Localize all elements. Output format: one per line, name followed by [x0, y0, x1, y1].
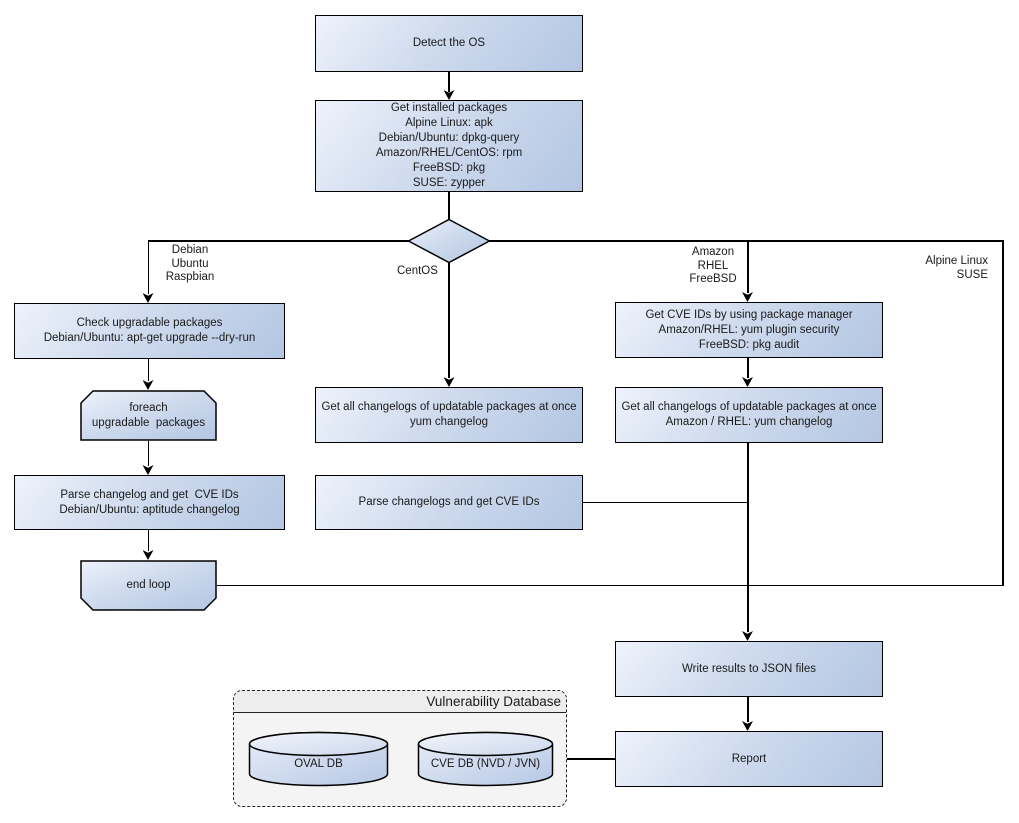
node-label: Get all changelogs of updatable packages… [321, 401, 577, 428]
node-get-changelogs-amazon: Get all changelogs of updatable packages… [615, 387, 883, 443]
connector-db-to-report [567, 758, 615, 760]
node-label: Get CVE IDs by using package manager Ama… [645, 308, 853, 351]
node-label: foreach upgradable packages [91, 401, 206, 429]
node-detect-os: Detect the OS [315, 15, 583, 72]
connector-detect-to-installed [448, 72, 450, 92]
connector-endloop-right [217, 584, 1003, 586]
database-cylinder-shape [248, 731, 389, 787]
connector-write-to-report [747, 697, 749, 722]
node-label: Parse changelogs and get CVE IDs [358, 496, 540, 508]
arrowhead-into-parse-deb [142, 465, 154, 475]
node-write-results-json: Write results to JSON files [615, 641, 883, 697]
node-get-cve-ids-pkg-manager: Get CVE IDs by using package manager Ama… [615, 302, 883, 358]
node-oval-db-cylinder: OVAL DB [248, 731, 389, 787]
node-label: Check upgradable packages Debian/Ubuntu:… [43, 317, 256, 344]
branch-label-alpine: Alpine Linux SUSE [925, 255, 988, 281]
connector-changelogs-to-write [747, 443, 749, 632]
connector-alpine-branch-down [1002, 240, 1004, 586]
connector-decision-to-centos-box [448, 261, 450, 378]
branch-label-amazon: Amazon RHEL FreeBSD [689, 246, 737, 285]
arrowhead-into-foreach [142, 380, 154, 390]
arrowhead-into-report [742, 721, 753, 731]
node-label: Detect the OS [412, 37, 486, 49]
connector-parsecentos-right [583, 501, 747, 503]
connector-parse-to-endloop [147, 530, 149, 551]
arrowhead-into-amazon-changelogs [742, 377, 753, 387]
node-label: CVE DB (NVD / JVN) [430, 757, 541, 770]
connector-installed-to-decision [448, 192, 450, 219]
branch-label-centos: CentOS [397, 265, 438, 277]
node-get-installed-packages: Get installed packages Alpine Linux: apk… [315, 100, 583, 192]
arrowhead-into-check-upgradable [142, 293, 154, 303]
connector-debian-branch-down [147, 240, 149, 294]
database-cylinder-shape [417, 731, 554, 787]
connector-foreach-to-parse [147, 441, 149, 466]
arrowhead-into-write-results [742, 631, 753, 641]
node-label: Get installed packages Alpine Linux: apk… [375, 102, 523, 189]
connector-amazon-branch-down [747, 240, 749, 293]
node-report: Report [615, 731, 883, 787]
node-end-loop: end loop [80, 560, 217, 611]
node-parse-changelogs-centos: Parse changelogs and get CVE IDs [315, 475, 583, 530]
node-label: Write results to JSON files [682, 662, 816, 675]
diamond-shape [407, 218, 491, 264]
arrowhead-into-getcve [742, 292, 753, 302]
arrowhead-into-installed [443, 90, 455, 100]
node-label: Get all changelogs of updatable packages… [621, 401, 877, 428]
connector-check-to-foreach [147, 359, 149, 381]
node-check-upgradable-packages: Check upgradable packages Debian/Ubuntu:… [14, 303, 285, 359]
loop-start-shape [80, 390, 217, 441]
node-cve-db-cylinder: CVE DB (NVD / JVN) [417, 731, 554, 787]
branch-label-debian: Debian Ubuntu Raspbian [165, 244, 215, 283]
node-label: OVAL DB [294, 757, 343, 770]
arrowhead-into-centos-changelogs [443, 377, 455, 387]
node-get-changelogs-centos: Get all changelogs of updatable packages… [315, 387, 583, 443]
vulnerability-database-title: Vulnerability Database [234, 691, 566, 713]
node-parse-changelog-deb: Parse changelog and get CVE IDs Debian/U… [14, 475, 285, 530]
node-label: Report [731, 752, 767, 765]
node-foreach-loop-start: foreach upgradable packages [80, 390, 217, 441]
node-label: end loop [126, 579, 171, 591]
connector-decision-right [488, 240, 1003, 242]
arrowhead-into-endloop [142, 550, 154, 560]
os-decision-diamond [407, 218, 491, 264]
connector-decision-left [148, 240, 410, 242]
node-label: Parse changelog and get CVE IDs Debian/U… [59, 488, 240, 516]
connector-getcve-to-changelogs [747, 358, 749, 378]
loop-end-shape [80, 560, 217, 611]
